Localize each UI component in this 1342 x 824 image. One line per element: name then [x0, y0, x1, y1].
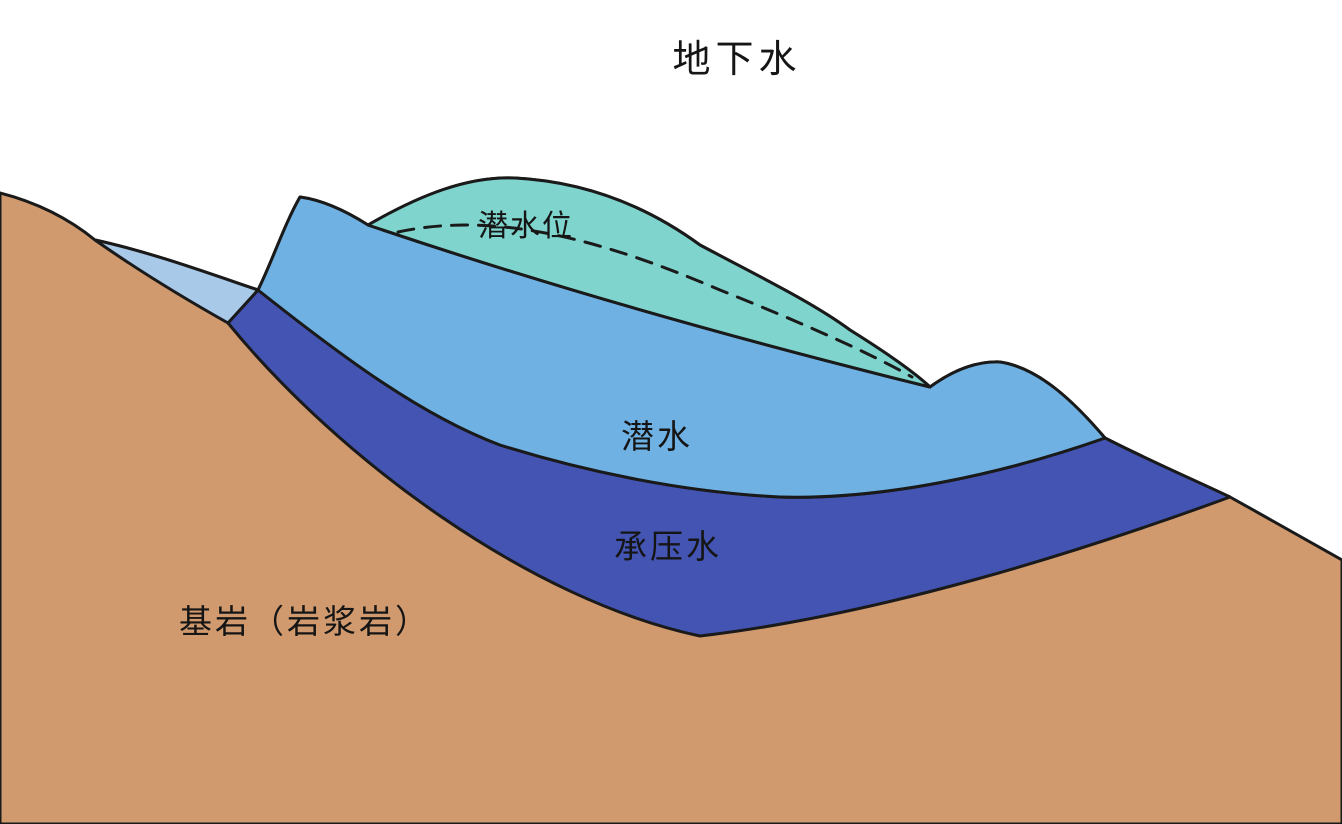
water-table-label: 潜水位 — [478, 210, 574, 243]
water-table-dashed-line — [396, 223, 914, 379]
water-table-cap-region — [366, 176, 932, 389]
phreatic-water-layer — [256, 195, 1107, 499]
diagram-title: 地下水 — [672, 39, 801, 81]
phreatic-water-label: 潜水 — [621, 419, 693, 456]
bedrock-label: 基岩（岩浆岩） — [179, 604, 431, 641]
lake-patch — [93, 238, 260, 325]
confined-water-label: 承压水 — [614, 529, 722, 566]
